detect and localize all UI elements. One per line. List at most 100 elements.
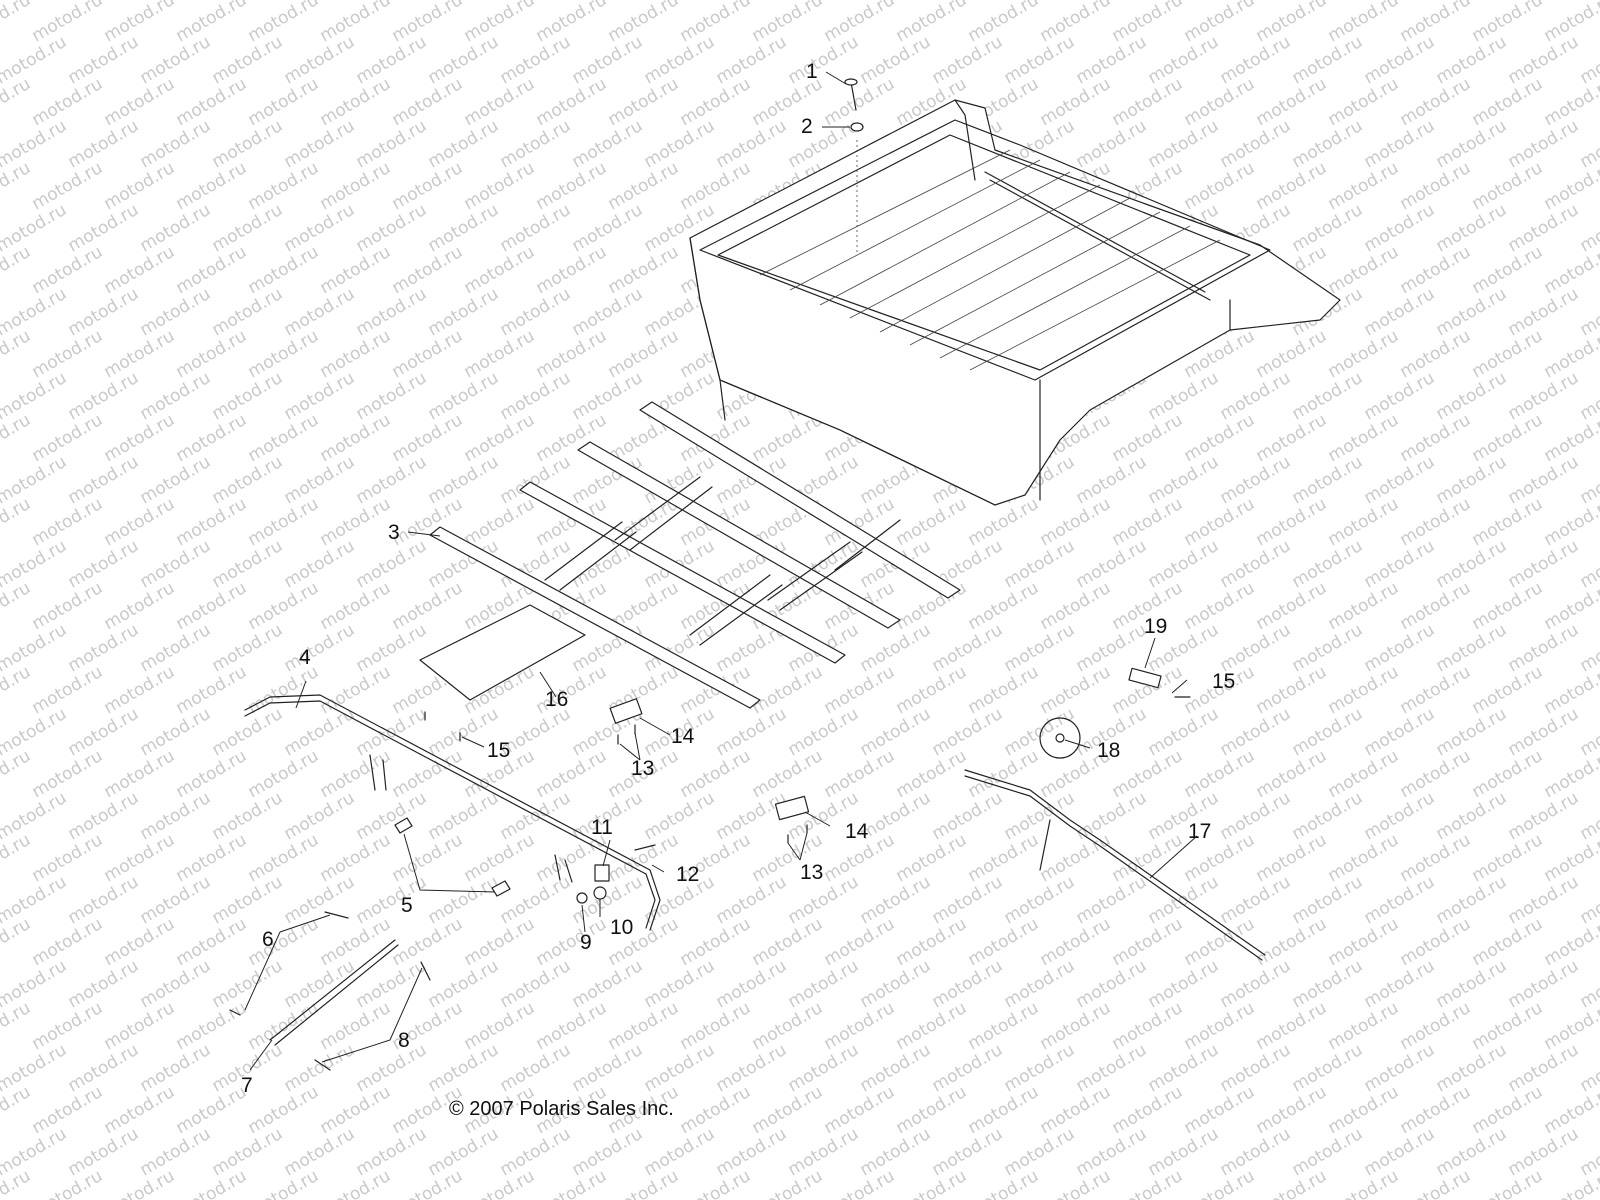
watermark-text: motod.ru	[1325, 326, 1403, 382]
watermark-text: motod.ru	[713, 32, 791, 88]
watermark-text: motod.ru	[1469, 158, 1547, 214]
watermark-text: motod.ru	[425, 872, 503, 928]
watermark-text: motod.ru	[929, 1124, 1007, 1180]
watermark-text: motod.ru	[173, 998, 251, 1054]
watermark-text: motod.ru	[533, 326, 611, 382]
watermark-text: motod.ru	[1217, 452, 1295, 508]
watermark-text: motod.ru	[317, 0, 395, 46]
watermark-text: motod.ru	[1253, 1082, 1331, 1138]
watermark-text: motod.ru	[569, 200, 647, 256]
watermark-text: motod.ru	[1253, 74, 1331, 130]
watermark-text: motod.ru	[1217, 536, 1295, 592]
watermark-text: motod.ru	[29, 578, 107, 634]
watermark-text: motod.ru	[1505, 284, 1583, 340]
watermark-text: motod.ru	[1181, 578, 1259, 634]
watermark-text: motod.ru	[893, 746, 971, 802]
watermark-text: motod.ru	[713, 116, 791, 172]
watermark-text: motod.ru	[1145, 536, 1223, 592]
watermark-text: motod.ru	[1253, 578, 1331, 634]
watermark-text: motod.ru	[173, 662, 251, 718]
watermark-text: motod.ru	[1397, 998, 1475, 1054]
watermark-text: motod.ru	[1469, 1166, 1547, 1200]
watermark-text: motod.ru	[569, 956, 647, 1012]
watermark-text: motod.ru	[101, 914, 179, 970]
watermark-text: motod.ru	[1109, 410, 1187, 466]
watermark-text: motod.ru	[101, 242, 179, 298]
watermark-text: motod.ru	[101, 0, 179, 46]
watermark-text: motod.ru	[893, 830, 971, 886]
watermark-text: motod.ru	[1073, 620, 1151, 676]
watermark-text: motod.ru	[1325, 662, 1403, 718]
watermark-text: motod.ru	[245, 998, 323, 1054]
watermark-text: motod.ru	[461, 158, 539, 214]
watermark-text: motod.ru	[101, 326, 179, 382]
watermark-text: motod.ru	[173, 0, 251, 46]
watermark-text: motod.ru	[1181, 158, 1259, 214]
watermark-text: motod.ru	[1289, 872, 1367, 928]
watermark-text: motod.ru	[425, 284, 503, 340]
watermark-text: motod.ru	[245, 1082, 323, 1138]
watermark-text: motod.ru	[533, 1166, 611, 1200]
watermark-text: motod.ru	[317, 998, 395, 1054]
watermark-text: motod.ru	[713, 956, 791, 1012]
watermark-text: motod.ru	[389, 578, 467, 634]
watermark-text: motod.ru	[1289, 620, 1367, 676]
watermark-text: motod.ru	[929, 704, 1007, 760]
watermark-text: motod.ru	[173, 494, 251, 550]
watermark-text: motod.ru	[1505, 872, 1583, 928]
watermark-text: motod.ru	[317, 746, 395, 802]
watermark-text: motod.ru	[641, 1124, 719, 1180]
watermark-text: motod.ru	[209, 788, 287, 844]
watermark-text: motod.ru	[1181, 746, 1259, 802]
watermark-text: motod.ru	[209, 452, 287, 508]
watermark-text: motod.ru	[389, 242, 467, 298]
watermark-text: motod.ru	[101, 1082, 179, 1138]
watermark-text: motod.ru	[1433, 620, 1511, 676]
watermark-text: motod.ru	[1361, 1124, 1439, 1180]
watermark-text: motod.ru	[677, 1166, 755, 1200]
watermark-text: motod.ru	[1325, 242, 1403, 298]
watermark-text: motod.ru	[605, 74, 683, 130]
watermark-text: motod.ru	[137, 452, 215, 508]
watermark-text: motod.ru	[1469, 0, 1547, 46]
watermark-text: motod.ru	[1397, 1166, 1475, 1200]
watermark-text: motod.ru	[893, 494, 971, 550]
watermark-text: motod.ru	[245, 494, 323, 550]
watermark-text: motod.ru	[1397, 914, 1475, 970]
watermark-text: motod.ru	[281, 788, 359, 844]
watermark-text: motod.ru	[1037, 578, 1115, 634]
watermark-text: motod.ru	[389, 746, 467, 802]
watermark-text: motod.ru	[1289, 32, 1367, 88]
watermark-text: motod.ru	[1037, 0, 1115, 46]
watermark-text: motod.ru	[1217, 1040, 1295, 1096]
watermark-text: motod.ru	[1253, 998, 1331, 1054]
watermark-text: motod.ru	[1397, 74, 1475, 130]
watermark-text: motod.ru	[29, 1082, 107, 1138]
watermark-text: motod.ru	[821, 662, 899, 718]
watermark-text: motod.ru	[353, 620, 431, 676]
watermark-text: motod.ru	[1469, 830, 1547, 886]
watermark-text: motod.ru	[1397, 242, 1475, 298]
watermark-text: motod.ru	[713, 1124, 791, 1180]
callout-15: 15	[487, 739, 510, 762]
watermark-text: motod.ru	[1325, 0, 1403, 46]
watermark-text: motod.ru	[1397, 830, 1475, 886]
watermark-text: motod.ru	[281, 200, 359, 256]
watermark-text: motod.ru	[1253, 158, 1331, 214]
watermark-text: motod.ru	[245, 158, 323, 214]
watermark-text: motod.ru	[65, 788, 143, 844]
watermark-text: motod.ru	[1001, 872, 1079, 928]
watermark-text: motod.ru	[965, 1166, 1043, 1200]
watermark-text: motod.ru	[389, 1166, 467, 1200]
watermark-text: motod.ru	[1037, 1166, 1115, 1200]
watermark-text: motod.ru	[29, 914, 107, 970]
watermark-text: motod.ru	[1073, 956, 1151, 1012]
watermark-text: motod.ru	[245, 326, 323, 382]
watermark-text: motod.ru	[1397, 1082, 1475, 1138]
watermark-text: motod.ru	[1361, 956, 1439, 1012]
watermark-text: motod.ru	[245, 410, 323, 466]
watermark-text: motod.ru	[1505, 704, 1583, 760]
watermark-text: motod.ru	[389, 914, 467, 970]
watermark-text: motod.ru	[29, 74, 107, 130]
watermark-text: motod.ru	[1469, 662, 1547, 718]
